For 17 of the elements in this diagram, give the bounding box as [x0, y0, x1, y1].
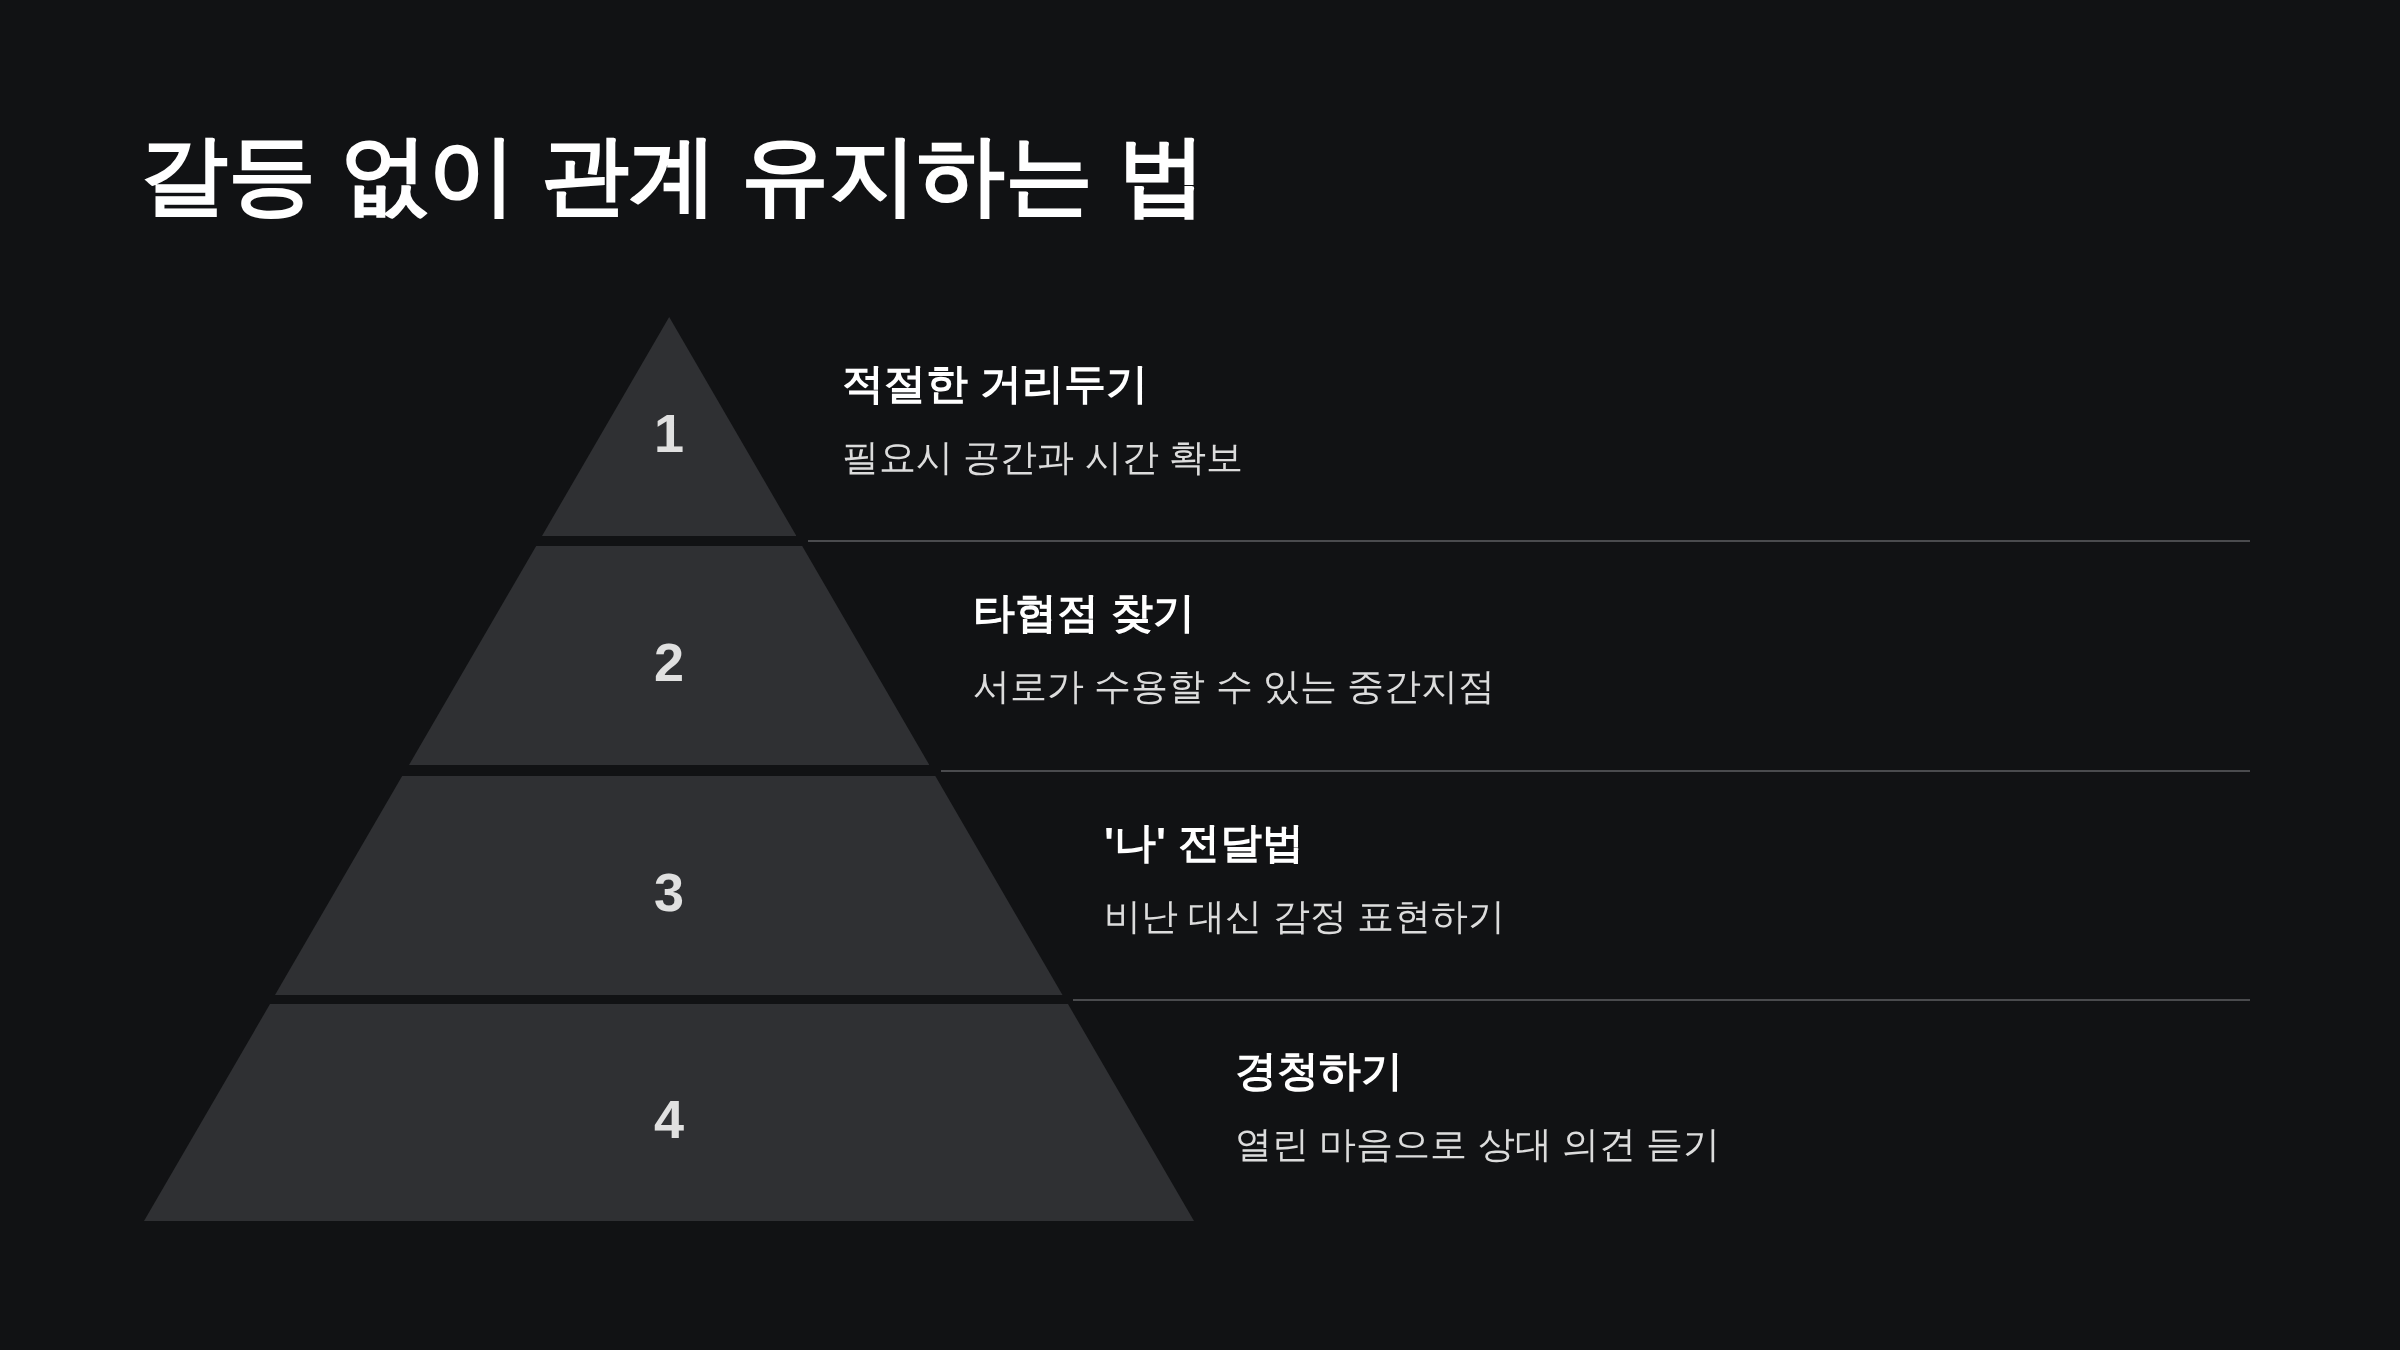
step-heading: '나' 전달법 [1104, 818, 1304, 868]
step-description: 비난 대신 감정 표현하기 [1104, 895, 1505, 939]
tier-number: 4 [654, 1087, 684, 1151]
step-description: 서로가 수용할 수 있는 중간지점 [973, 665, 1496, 709]
title: 갈등 없이 관계 유지하는 법 [140, 124, 1206, 226]
pyramid-tier [541, 317, 797, 536]
tier-number: 2 [653, 630, 684, 694]
pyramid-tier [408, 546, 930, 765]
step-description: 필요시 공간과 시간 확보 [842, 436, 1243, 480]
step-heading: 적절한 거리두기 [842, 359, 1148, 409]
step-heading: 타협점 찾기 [973, 588, 1195, 638]
pyramid-tier [144, 1004, 1194, 1221]
step-heading: 경청하기 [1235, 1046, 1403, 1096]
pyramid-tier [275, 776, 1063, 995]
step-description: 열린 마음으로 상대 의견 듣기 [1235, 1123, 1721, 1167]
tier-number: 3 [654, 860, 684, 924]
tier-number: 1 [653, 401, 684, 465]
